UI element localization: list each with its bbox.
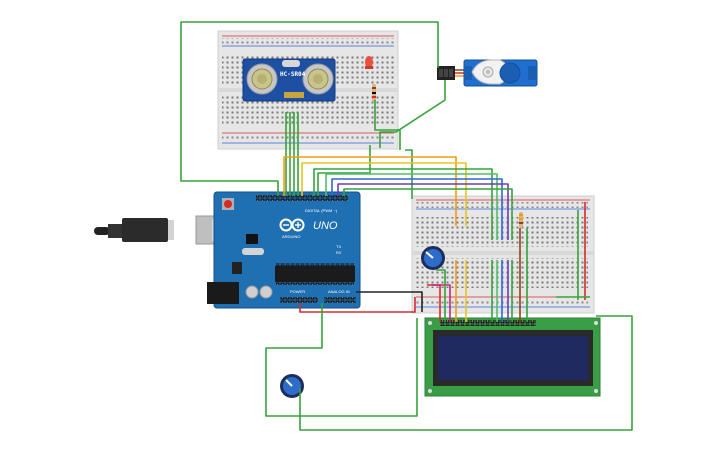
loose-potentiometer-knob[interactable] [280,374,304,398]
red-led[interactable] [365,56,373,69]
ultrasonic-sensor[interactable]: HC-SR04 [242,58,336,102]
sensor-label: HC-SR04 [280,71,306,78]
rx-label: RX [336,250,342,255]
servo-motor[interactable] [437,59,538,87]
power-label: POWER [290,289,305,294]
digital-label: DIGITAL (PWM ~) [305,208,338,213]
lcd-display[interactable] [424,317,601,397]
wires [180,21,633,431]
arduino-uno-board[interactable]: DIGITAL (PWM ~) ARDUINO UNO POWER ANALOG… [94,191,361,309]
top-resistor[interactable] [372,84,376,102]
right-resistor[interactable] [519,212,523,228]
tx-label: TX [336,244,341,249]
analog-label: ANALOG IN [328,289,350,294]
arduino-logo-icon [279,218,305,232]
brand-label: ARDUINO [282,234,300,239]
model-label: UNO [313,220,338,232]
potentiometer-knob[interactable] [421,246,445,270]
